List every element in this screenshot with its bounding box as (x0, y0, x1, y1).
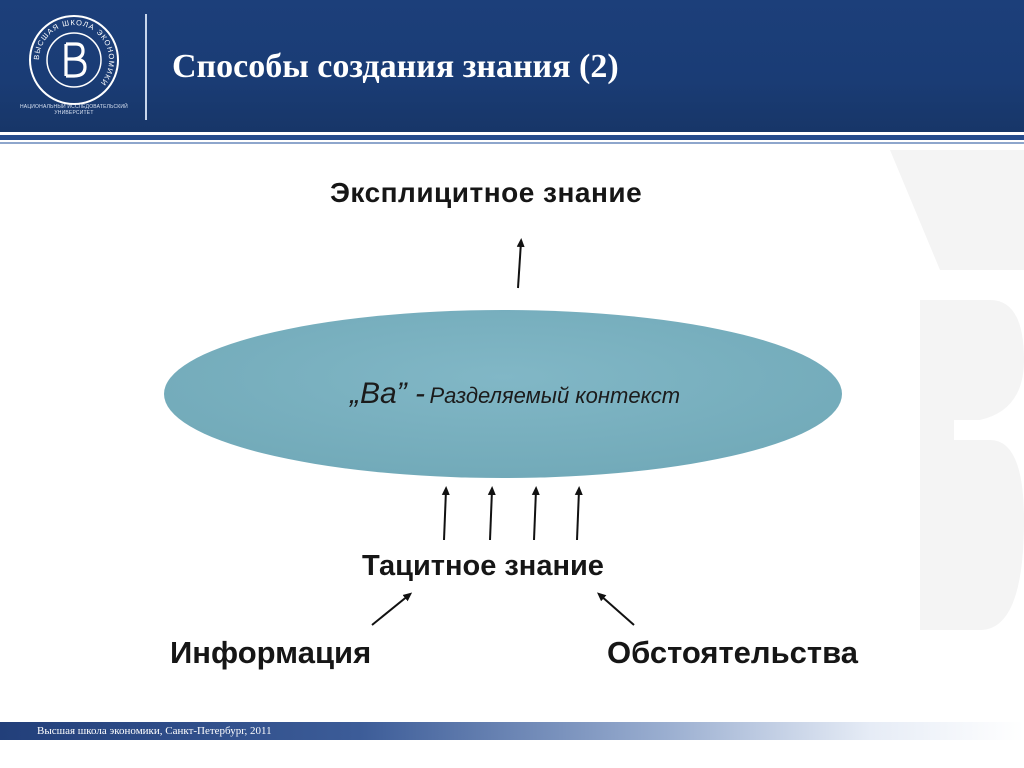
circumstances-label: Обстоятельства (607, 635, 858, 670)
ba-ellipse-text: „Ba” - Разделяемый контекст (350, 377, 680, 411)
tacit-knowledge-label: Тацитное знание (362, 550, 604, 582)
ba-ellipse (164, 310, 842, 478)
arrow-tacit-to-ba-1 (441, 486, 450, 541)
footer-bar (0, 722, 1024, 740)
university-logo: ВЫСШАЯ ШКОЛА ЭКОНОМИКИ (24, 14, 124, 124)
slide-header: ВЫСШАЯ ШКОЛА ЭКОНОМИКИ НАЦИОНАЛЬНЫЙ ИССЛ… (0, 0, 1024, 132)
knowledge-creation-diagram: Эксплицитное знание „Ba” - Разделяемый к… (140, 155, 880, 690)
arrow-to-explicit (516, 238, 525, 289)
logo-caption: НАЦИОНАЛЬНЫЙ ИССЛЕДОВАТЕЛЬСКИЙ УНИВЕРСИТ… (20, 104, 128, 116)
arrow-tacit-to-ba-3 (531, 486, 540, 541)
footer-text: Высшая школа экономики, Санкт-Петербург,… (37, 725, 272, 737)
header-rule-thin (0, 142, 1024, 144)
header-divider (145, 14, 147, 120)
arrow-circumstances-to-tacit (597, 592, 635, 626)
university-seal-icon: ВЫСШАЯ ШКОЛА ЭКОНОМИКИ (29, 15, 119, 105)
information-label: Информация (170, 635, 372, 670)
arrow-info-to-tacit (371, 592, 413, 626)
arrow-tacit-to-ba-2 (487, 486, 496, 541)
ba-description: Разделяемый контекст (429, 383, 681, 408)
explicit-knowledge-label: Эксплицитное знание (330, 177, 643, 208)
diagram-graphics (164, 238, 842, 626)
arrow-tacit-to-ba-4 (574, 486, 583, 541)
ba-term: „Ba” - (350, 377, 425, 410)
slide-title: Способы создания знания (2) (172, 48, 619, 85)
header-rule (0, 135, 1024, 140)
watermark-logo-icon (890, 150, 1024, 630)
